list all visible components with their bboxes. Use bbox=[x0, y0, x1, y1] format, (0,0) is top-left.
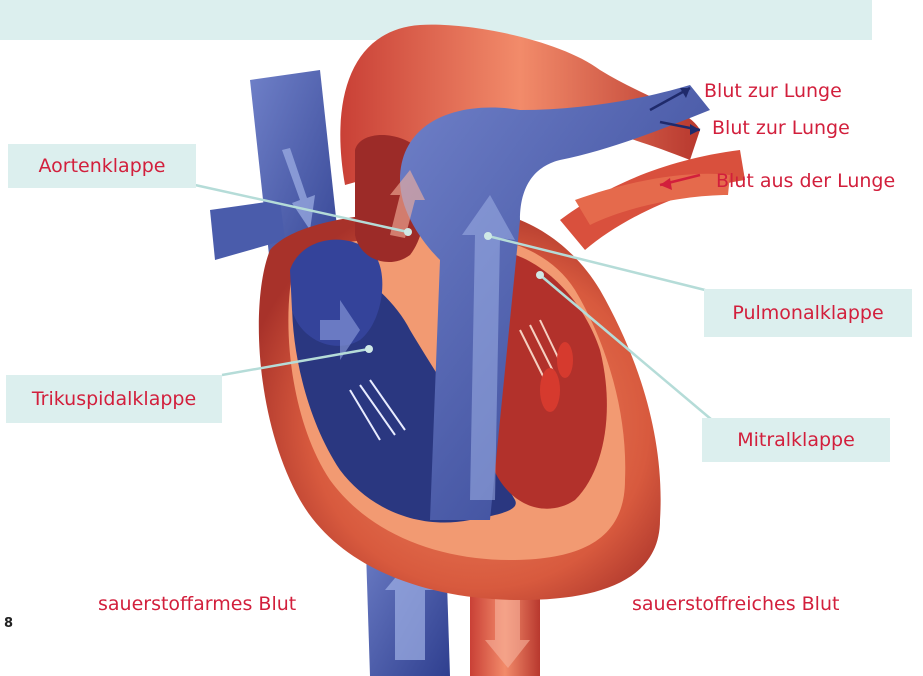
pulmonary-veins-lower bbox=[575, 174, 730, 225]
page-number: 8 bbox=[4, 616, 13, 631]
legend-deoxygenated: sauerstoffarmes Blut bbox=[98, 593, 296, 615]
blood-from-lung-label: Blut aus der Lunge bbox=[716, 170, 895, 192]
papillary-muscle-right bbox=[557, 342, 573, 378]
blood-to-lung-label-2: Blut zur Lunge bbox=[712, 117, 850, 139]
papillary-muscle-left bbox=[540, 368, 560, 412]
mitral-valve-label: Mitralklappe bbox=[702, 418, 890, 462]
legend-oxygenated: sauerstoffreiches Blut bbox=[632, 593, 839, 615]
blood-to-lung-label-1: Blut zur Lunge bbox=[704, 80, 842, 102]
aortic-valve-label: Aortenklappe bbox=[8, 144, 196, 188]
tricuspid-valve-label: Trikuspidalklappe bbox=[6, 375, 222, 423]
pulmonary-valve-label: Pulmonalklappe bbox=[704, 289, 912, 337]
